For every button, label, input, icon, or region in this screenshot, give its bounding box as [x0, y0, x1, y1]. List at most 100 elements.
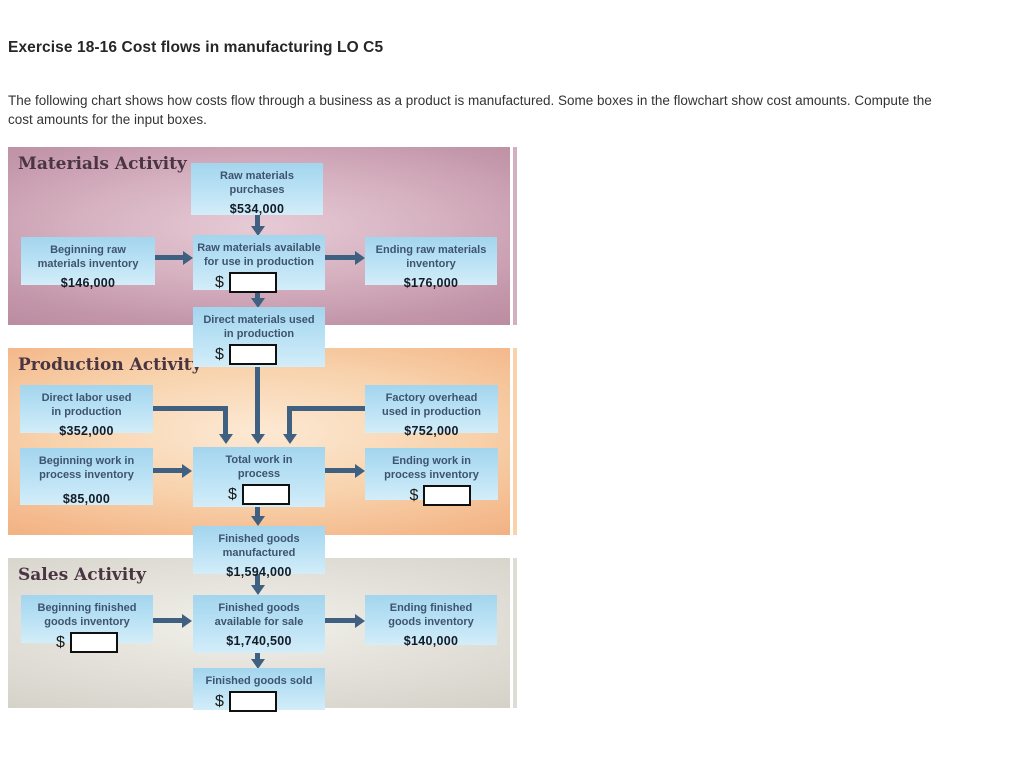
node-value: $1,740,500 — [226, 634, 292, 648]
arrow-purchases-to-available — [250, 213, 265, 236]
page-title: Exercise 18-16 Cost flows in manufacturi… — [8, 39, 384, 56]
direct-materials-used-input[interactable] — [228, 344, 277, 365]
node-label: Raw materials purchases — [191, 169, 323, 197]
node-value: $146,000 — [60, 276, 116, 290]
node-label-line: Factory overhead — [385, 392, 478, 404]
arrow-available-to-goods-sold — [250, 652, 265, 669]
dollar-sign: $ — [409, 486, 419, 504]
finished-goods-sold-input[interactable] — [228, 691, 277, 712]
node-ending-raw-materials-inventory: Ending raw materials inventory $176,000 — [365, 237, 497, 290]
node-label: Ending raw materials inventory — [365, 243, 497, 271]
node-label: Ending finished goods inventory — [365, 601, 497, 629]
node-direct-materials-used: Direct materials used in production $ — [193, 307, 325, 367]
node-label: Finished goods manufactured — [193, 532, 325, 560]
dollar-sign: $ — [215, 345, 224, 363]
node-label-line: process inventory — [384, 469, 479, 481]
node-label: Ending work in process inventory — [365, 454, 498, 482]
arrow-direct-labor-elbow-horizontal — [153, 406, 228, 411]
node-raw-materials-purchases: Raw materials purchases $534,000 — [191, 163, 323, 216]
node-label: Direct labor used in production — [20, 391, 153, 419]
node-value: $1,594,000 — [226, 565, 292, 579]
node-beginning-work-in-process-inventory: Beginning work in process inventory $85,… — [20, 448, 153, 506]
node-label: Direct materials used in production — [193, 313, 325, 341]
node-raw-materials-available: Raw materials available for use in produ… — [193, 235, 325, 293]
node-label: Factory overhead used in production — [365, 391, 498, 419]
node-label-line: inventory — [406, 258, 456, 270]
total-work-in-process-input[interactable] — [241, 484, 290, 505]
production-activity-title: Production Activity — [18, 355, 202, 375]
beginning-finished-goods-input[interactable] — [69, 632, 118, 653]
node-label-line: in production — [223, 328, 295, 340]
node-label-line: manufactured — [222, 547, 296, 559]
arrow-direct-labor-elbow-down — [218, 406, 233, 444]
node-label-line: Beginning work in — [38, 455, 135, 467]
node-ending-work-in-process-inventory: Ending work in process inventory $ — [365, 448, 498, 506]
arrow-total-to-ending-wip — [325, 463, 365, 478]
cost-flow-chart: Materials Activity Production Activity S… — [8, 147, 517, 712]
arrow-direct-materials-to-total-wip — [250, 367, 265, 444]
node-beginning-finished-goods-inventory: Beginning finished goods inventory $ — [21, 595, 153, 653]
raw-materials-available-input[interactable] — [228, 272, 277, 293]
node-value: $85,000 — [62, 492, 111, 506]
materials-edge-strip — [513, 147, 517, 325]
arrow-available-to-ending-fg — [325, 613, 365, 628]
node-label-line: Direct labor used — [41, 392, 132, 404]
node-label-line: process — [237, 468, 281, 480]
node-label: Beginning work in process inventory — [20, 454, 153, 482]
node-label-line: Raw materials — [220, 170, 294, 182]
ending-work-in-process-input[interactable] — [423, 485, 472, 506]
arrow-total-wip-to-finished-goods — [250, 505, 265, 526]
node-finished-goods-manufactured: Finished goods manufactured $1,594,000 — [193, 526, 325, 579]
node-label: Beginning raw materials inventory — [21, 243, 155, 271]
node-finished-goods-available-for-sale: Finished goods available for sale $1,740… — [193, 595, 325, 653]
node-value: $352,000 — [59, 424, 114, 438]
node-label-line: purchases — [229, 184, 285, 196]
node-label-line: Beginning raw — [50, 244, 126, 256]
amount-input-row: $ — [374, 485, 507, 506]
node-label: Finished goods sold — [193, 674, 325, 688]
node-label-line: goods inventory — [388, 616, 474, 628]
instructions-text: The following chart shows how costs flow… — [8, 93, 932, 127]
amount-input-row: $ — [180, 272, 312, 293]
materials-activity-title: Materials Activity — [18, 154, 187, 174]
sales-edge-strip — [513, 558, 517, 708]
node-label: Raw materials available for use in produ… — [193, 241, 325, 269]
dollar-sign: $ — [56, 633, 65, 651]
node-label-line: Ending raw materials — [375, 244, 487, 256]
node-label-line: Finished goods — [218, 533, 300, 545]
arrow-beginning-wip-to-total — [153, 463, 192, 478]
node-label-line: Finished goods — [218, 602, 300, 614]
node-label-line: available for sale — [214, 616, 304, 628]
amount-input-row: $ — [21, 632, 153, 653]
node-label-line: goods inventory — [44, 616, 130, 628]
node-label-line: used in production — [382, 406, 481, 418]
node-factory-overhead-used: Factory overhead used in production $752… — [365, 385, 498, 438]
arrow-available-to-ending-raw — [325, 250, 365, 265]
node-value: $176,000 — [403, 276, 459, 290]
node-total-work-in-process: Total work in process $ — [193, 447, 325, 507]
arrow-overhead-elbow-horizontal — [287, 406, 365, 411]
node-label-line: process inventory — [39, 469, 134, 481]
arrow-beginning-fg-to-available — [153, 613, 192, 628]
node-label-line: Beginning finished — [37, 602, 137, 614]
sales-activity-title: Sales Activity — [18, 565, 146, 585]
arrow-manufactured-to-available-for-sale — [250, 574, 265, 595]
node-label-line: Raw materials available — [197, 242, 321, 254]
node-ending-finished-goods-inventory: Ending finished goods inventory $140,000 — [365, 595, 497, 648]
node-label: Beginning finished goods inventory — [21, 601, 153, 629]
node-value: $752,000 — [404, 424, 459, 438]
dollar-sign: $ — [215, 692, 224, 710]
node-value: $140,000 — [403, 634, 459, 648]
node-label-line: Total work in — [225, 454, 293, 466]
node-finished-goods-sold: Finished goods sold $ — [193, 668, 325, 712]
amount-input-row: $ — [180, 691, 312, 712]
dollar-sign: $ — [215, 273, 224, 291]
node-label-line: materials inventory — [37, 258, 139, 270]
amount-input-row: $ — [180, 344, 312, 365]
node-beginning-raw-materials-inventory: Beginning raw materials inventory $146,0… — [21, 237, 155, 290]
node-direct-labor-used: Direct labor used in production $352,000 — [20, 385, 153, 438]
node-label-line: Ending work in — [392, 455, 471, 467]
node-value: $534,000 — [229, 202, 285, 216]
node-label: Finished goods available for sale — [193, 601, 325, 629]
arrow-available-to-direct-materials — [250, 291, 265, 308]
